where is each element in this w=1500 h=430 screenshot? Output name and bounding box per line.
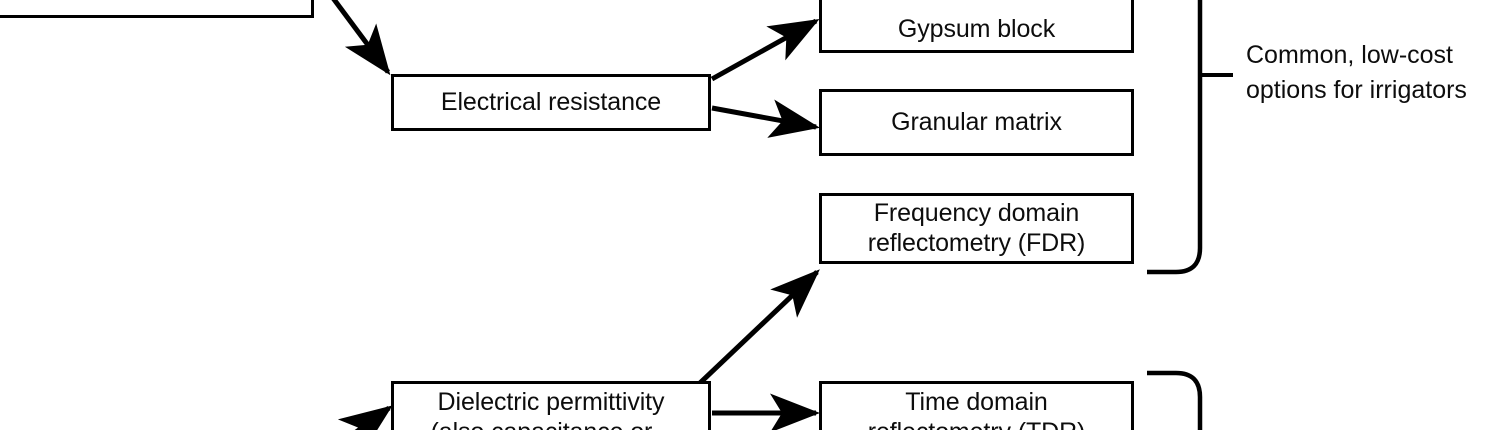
node-granular-matrix-label: Granular matrix bbox=[891, 107, 1062, 136]
node-dielectric-permittivity-label: Dielectric permittivity (also capacitanc… bbox=[431, 388, 672, 430]
node-dielectric-permittivity[interactable]: Dielectric permittivity (also capacitanc… bbox=[391, 381, 711, 430]
connector-electrical-resistance-to-granular-matrix bbox=[711, 99, 820, 138]
brace-upper bbox=[1147, 0, 1233, 275]
node-frequency-domain-reflectometry[interactable]: Frequency domain reflectometry (FDR) bbox=[819, 193, 1134, 264]
node-granular-matrix[interactable]: Granular matrix bbox=[819, 89, 1134, 156]
connector-source-to-electrical-resistance bbox=[331, 0, 391, 76]
node-gypsum-block[interactable]: Gypsum block bbox=[819, 0, 1134, 53]
brace-lower bbox=[1147, 370, 1203, 430]
connector-electrical-resistance-to-gypsum-block bbox=[710, 18, 820, 82]
node-frequency-domain-reflectometry-label: Frequency domain reflectometry (FDR) bbox=[867, 199, 1086, 257]
node-gypsum-block-label: Gypsum block bbox=[897, 14, 1056, 43]
connector-incoming-to-dielectric-permittivity bbox=[337, 405, 393, 430]
node-time-domain-reflectometry-label: Time domain reflectometry (TDR) bbox=[868, 388, 1086, 430]
annotation-common-low-cost-options: Common, low-cost options for irrigators bbox=[1246, 41, 1467, 104]
connector-dielectric-permittivity-to-fdr bbox=[698, 269, 820, 385]
node-electrical-resistance-label: Electrical resistance bbox=[440, 87, 662, 116]
node-electrical-resistance[interactable]: Electrical resistance bbox=[391, 74, 711, 131]
node-source-box[interactable] bbox=[0, 0, 314, 18]
node-time-domain-reflectometry[interactable]: Time domain reflectometry (TDR) bbox=[819, 381, 1134, 430]
